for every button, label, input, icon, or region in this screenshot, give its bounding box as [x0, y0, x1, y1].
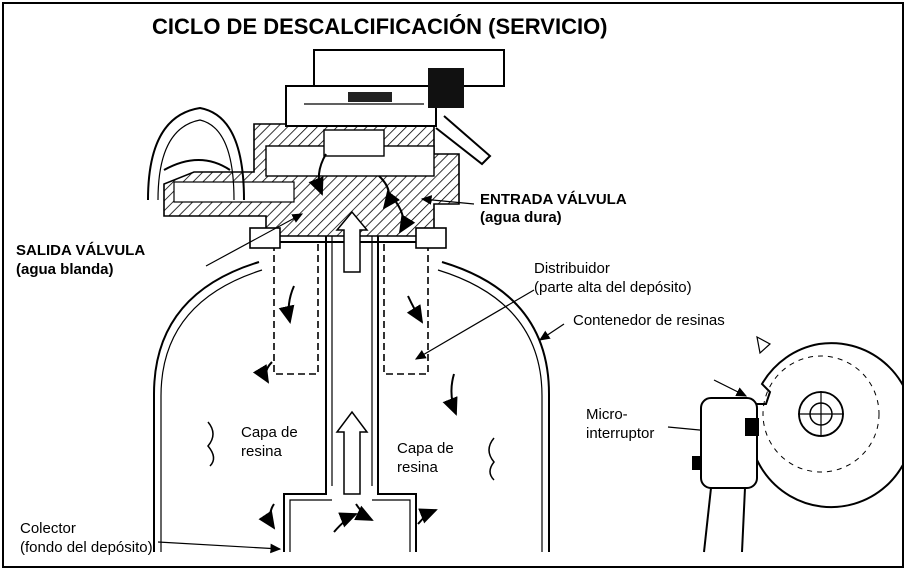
resin-left-label-line2: resina: [241, 443, 283, 460]
microswitch-label-line2: interruptor: [586, 425, 654, 442]
resin-right-label-line1: Capa de: [397, 440, 454, 457]
diagram-title: CICLO DE DESCALCIFICACIÓN (SERVICIO): [152, 14, 608, 39]
microswitch-label-line1: Micro-: [586, 406, 628, 423]
cam-wheel: [748, 335, 902, 509]
outlet-label-line2: (agua blanda): [16, 261, 114, 278]
inlet-label-line2: (agua dura): [480, 209, 562, 226]
outlet-label-line1: SALIDA VÁLVULA: [16, 242, 145, 259]
flow-arrows: [207, 153, 495, 533]
distributor-label-line1: Distribuidor: [534, 260, 610, 277]
resin-left-label-line1: Capa de: [241, 424, 298, 441]
distributor-label-line2: (parte alta del depósito): [534, 279, 692, 296]
collector-label-line2: (fondo del depósito): [20, 539, 153, 556]
softener-diagram: CICLO DE DESCALCIFICACIÓN (SERVICIO): [16, 14, 902, 556]
bottom-collector: [283, 486, 417, 552]
leader-lines: [157, 195, 748, 554]
resin-tank: [153, 261, 550, 552]
inlet-label-line1: ENTRADA VÁLVULA: [480, 191, 627, 208]
control-motor-unit: [285, 49, 505, 127]
resin-right-label-line2: resina: [397, 459, 439, 476]
tank-label: Contenedor de resinas: [573, 312, 725, 329]
microswitch: [692, 397, 759, 553]
collector-label-line1: Colector: [20, 520, 76, 537]
